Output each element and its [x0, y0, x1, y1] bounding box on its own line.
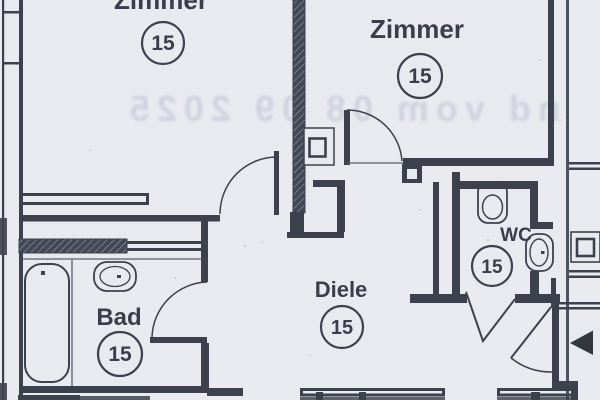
room-label-diele: Diele: [315, 277, 368, 302]
room-label-zimmer-top-right: Zimmer: [370, 14, 464, 44]
room-number-circle: [470, 244, 514, 288]
shaft-box-center: [303, 127, 335, 166]
room-number-circle: [140, 20, 186, 66]
room-bad: Bad 15: [18, 215, 243, 396]
room-number-diele: 15: [331, 317, 353, 339]
washbasin-wc-icon: [525, 233, 554, 272]
room-label-bad: Bad: [96, 304, 141, 331]
bottom-wall-band: [18, 388, 577, 400]
room-number-circle: [96, 330, 144, 378]
scan-noise: [89, 59, 561, 356]
room-wc: WC 15: [410, 172, 560, 344]
room-number-bad: 15: [108, 343, 132, 366]
door-leaf-wc: [465, 291, 516, 344]
bathtub-icon: [24, 263, 70, 383]
entrance-door-leaf: [510, 306, 552, 359]
entrance-arrow-icon: [570, 330, 593, 355]
room-diele: Diele 15: [315, 277, 368, 350]
room-zimmer-top-left: Zimmer 15: [19, 0, 279, 222]
room-label-wc: WC: [500, 225, 532, 246]
entrance-door-arc: [510, 357, 553, 373]
door-arc-bad: [151, 281, 208, 338]
room-number-circle: [319, 304, 365, 350]
door-arc-zimmer-right: [346, 109, 403, 162]
central-core-walls: [287, 0, 345, 238]
room-number-zimmer-top-right: 15: [408, 65, 432, 88]
toilet-icon: [477, 181, 508, 224]
shaft-box-right: [570, 231, 600, 263]
hatched-wall: [18, 238, 128, 254]
washbasin-bad-icon: [93, 261, 137, 292]
door-arc-zimmer-left: [219, 156, 278, 215]
entrance: [510, 300, 593, 400]
room-zimmer-top-right: Zimmer 15: [344, 0, 554, 183]
room-label-zimmer-top-left: Zimmer: [114, 0, 208, 15]
room-number-wc: 15: [481, 257, 503, 278]
room-number-zimmer-top-left: 15: [151, 32, 175, 55]
room-number-circle: [396, 52, 444, 100]
